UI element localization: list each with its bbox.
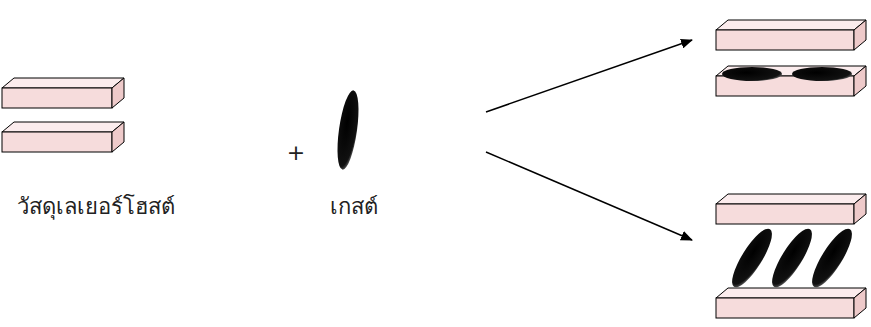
intercalated-tilted	[716, 194, 866, 318]
host-label: วัสดุเลเยอร์โฮสต์	[17, 194, 175, 220]
arrow	[486, 40, 692, 112]
arrow	[486, 152, 692, 240]
plus-sign: +	[287, 140, 305, 166]
guest-ellipse	[334, 89, 363, 171]
host-slabs	[2, 78, 124, 152]
guest-label: เกสต์	[330, 194, 378, 220]
intercalated-flat	[716, 20, 866, 96]
